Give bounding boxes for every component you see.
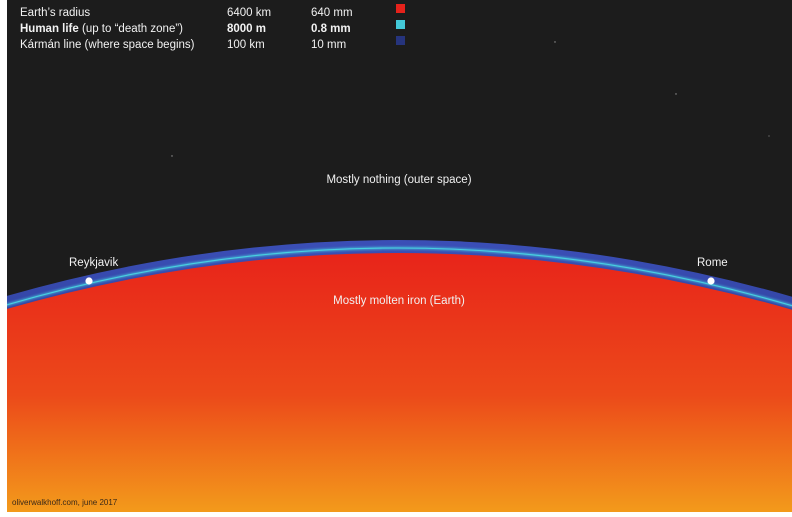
legend-label-earth-radius: Earth’s radius bbox=[20, 7, 91, 19]
earth-body bbox=[7, 253, 792, 512]
legend-label-human-life-bold: Human life bbox=[20, 23, 79, 35]
outer-space-label: Mostly nothing (outer space) bbox=[326, 174, 472, 186]
legend-label-karman-line: Kármán line (where space begins) bbox=[20, 39, 195, 51]
legend-row-human-life: Human life (up to “death zone”) 8000 m 0… bbox=[7, 20, 792, 38]
legend-scaled-earth-radius: 640 mm bbox=[311, 7, 353, 19]
legend-row-earth-radius: Earth’s radius 6400 km 640 mm bbox=[7, 4, 792, 22]
reykjavik-label: Reykjavik bbox=[69, 257, 119, 269]
earth-interior-label: Mostly molten iron (Earth) bbox=[333, 295, 465, 307]
legend-real-earth-radius: 6400 km bbox=[227, 7, 272, 19]
rome-label: Rome bbox=[697, 257, 728, 269]
legend-label-human-life-rest: (up to “death zone”) bbox=[78, 23, 183, 35]
credit-text: oliverwalkhoff.com, june 2017 bbox=[12, 498, 118, 507]
earth-scale-diagram bbox=[7, 0, 792, 512]
legend-label-human-life: Human life (up to “death zone”) bbox=[20, 20, 183, 38]
legend-real-karman-line: 100 km bbox=[227, 39, 265, 51]
star-marker bbox=[554, 41, 556, 43]
legend-real-human-life: 8000 m bbox=[227, 23, 267, 35]
star-marker bbox=[171, 155, 173, 157]
legend-row-karman-line: Kármán line (where space begins) 100 km … bbox=[7, 36, 792, 54]
diagram-frame: Earth’s radius 6400 km 640 mm Human life… bbox=[7, 0, 792, 512]
legend-scaled-karman-line: 10 mm bbox=[311, 39, 347, 51]
reykjavik-marker bbox=[85, 277, 93, 285]
legend-scaled-human-life: 0.8 mm bbox=[311, 23, 351, 35]
star-marker bbox=[768, 135, 770, 137]
scale-legend: Earth’s radius 6400 km 640 mm Human life… bbox=[7, 0, 792, 56]
surface-line bbox=[7, 247, 792, 307]
star-marker bbox=[675, 93, 677, 95]
legend-swatch-human-life bbox=[396, 20, 405, 29]
legend-swatch-karman-line bbox=[396, 36, 405, 45]
rome-marker bbox=[707, 277, 715, 285]
legend-swatch-earth-radius bbox=[396, 4, 405, 13]
